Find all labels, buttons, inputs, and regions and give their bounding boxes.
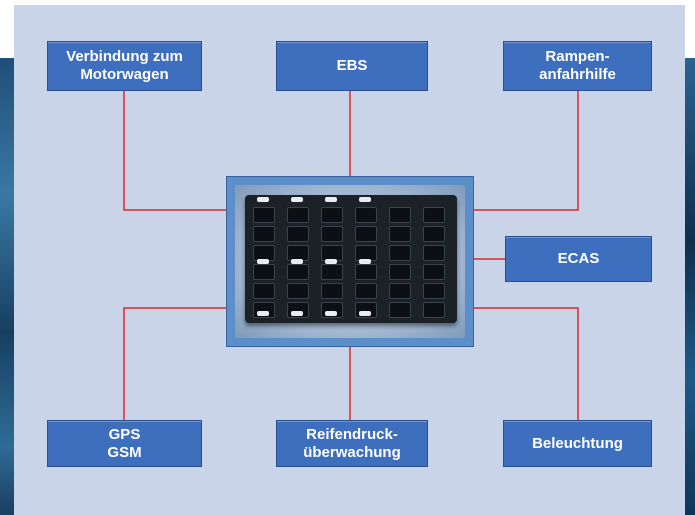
connector-cell [287,226,309,242]
connector-cell [321,283,343,299]
module-image [226,176,474,347]
connector-cell [287,264,309,280]
connector-cell [287,283,309,299]
connector-latch [325,311,337,316]
connector-gps [123,307,226,420]
connector-cell [321,207,343,223]
connector-cell [253,207,275,223]
connector-latch [359,259,371,264]
connector-cell [355,283,377,299]
connector-cell [389,226,411,242]
module-photo [235,185,465,338]
connector-rampe [474,90,579,211]
connector-cell [355,264,377,280]
connector-cell [423,264,445,280]
connector-latch [257,311,269,316]
connector-cell [423,245,445,261]
connector-cell [253,283,275,299]
connector-cell [253,264,275,280]
connector-latch [359,197,371,202]
connector-latch [325,259,337,264]
connector-cell [423,283,445,299]
connector-cell [423,302,445,318]
background-image-left [0,58,14,515]
connector-latch [257,259,269,264]
box-rampe-label: Rampen- anfahrhilfe [539,48,616,83]
connector-latch [291,197,303,202]
connector-cell [253,226,275,242]
box-rampe: Rampen- anfahrhilfe [503,41,652,91]
connector-beleuchtung [474,307,579,420]
box-ebs-label: EBS [336,57,368,74]
connector-latch [291,311,303,316]
connector-cell [321,226,343,242]
box-motorwagen-label: Verbindung zum Motorwagen [66,48,183,83]
connector-cell [389,207,411,223]
connector-cell [355,207,377,223]
connector-cell [423,207,445,223]
connector-motorwagen [123,90,226,211]
box-ecas: ECAS [505,236,652,282]
connector-cell [423,226,445,242]
box-ecas-label: ECAS [557,250,600,267]
box-gps: GPS GSM [47,420,202,467]
box-beleuchtung: Beleuchtung [503,420,652,467]
connector-latch [325,197,337,202]
connector-cell [389,245,411,261]
box-beleuchtung-label: Beleuchtung [532,434,623,452]
connector-cell [287,207,309,223]
box-motorwagen: Verbindung zum Motorwagen [47,41,202,91]
connector-cell [389,264,411,280]
connector-latch [257,197,269,202]
box-reifendruck-label: Reifendruck- überwachung [303,425,401,461]
connector-cell [389,302,411,318]
connector-latch [291,259,303,264]
connector-cell [321,264,343,280]
connector-cell [355,226,377,242]
electronic-module-icon [245,195,457,323]
connector-cell [389,283,411,299]
background-image-right [685,58,695,515]
box-reifendruck: Reifendruck- überwachung [276,420,428,467]
box-gps-label: GPS GSM [107,425,142,461]
connector-latch [359,311,371,316]
box-ebs: EBS [276,41,428,91]
